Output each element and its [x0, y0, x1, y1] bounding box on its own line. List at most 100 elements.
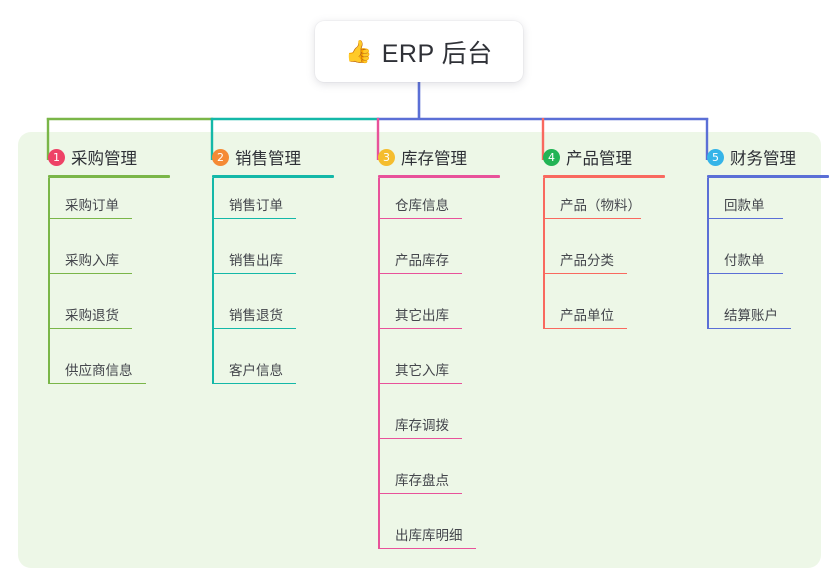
- leaf-item-underline: [378, 437, 462, 439]
- leaf-item-label: 销售出库: [229, 253, 283, 268]
- leaf-item-underline: [212, 327, 296, 329]
- column-header-3[interactable]: 3 库存管理: [359, 145, 500, 169]
- leaf-item[interactable]: 结算账户: [688, 288, 829, 343]
- column-header-2[interactable]: 2 销售管理: [193, 145, 334, 169]
- column-spine: [707, 178, 709, 329]
- leaf-item-underline: [378, 327, 462, 329]
- leaf-item[interactable]: 供应商信息: [29, 343, 170, 398]
- leaf-item-underline: [48, 327, 132, 329]
- leaf-item[interactable]: 产品分类: [524, 233, 665, 288]
- diagram-background-panel: [18, 132, 821, 568]
- column-items: 销售订单销售出库销售退货客户信息: [193, 178, 334, 398]
- column-title: 产品管理: [566, 150, 632, 168]
- leaf-item-underline: [378, 382, 462, 384]
- column-spine: [543, 178, 545, 329]
- leaf-item[interactable]: 付款单: [688, 233, 829, 288]
- leaf-item-underline: [378, 547, 476, 549]
- leaf-item-underline: [212, 217, 296, 219]
- leaf-item[interactable]: 其它出库: [359, 288, 500, 343]
- column-spine: [212, 178, 214, 384]
- column-number-badge: 2: [212, 148, 229, 166]
- leaf-item[interactable]: 库存调拨: [359, 398, 500, 453]
- column-number-badge: 1: [48, 148, 65, 166]
- root-node-content: 👍 ERP 后台: [345, 34, 492, 70]
- leaf-item-label: 供应商信息: [65, 363, 133, 378]
- column-5: 5 财务管理回款单付款单结算账户: [688, 145, 829, 343]
- column-items: 回款单付款单结算账户: [688, 178, 829, 343]
- leaf-item-label: 结算账户: [724, 308, 778, 323]
- leaf-item-label: 出库库明细: [395, 528, 463, 543]
- leaf-item-underline: [707, 327, 791, 329]
- leaf-item[interactable]: 仓库信息: [359, 178, 500, 233]
- column-number-badge: 3: [378, 148, 395, 166]
- leaf-item-underline: [48, 272, 132, 274]
- leaf-item-label: 产品库存: [395, 253, 449, 268]
- leaf-item-underline: [378, 272, 462, 274]
- leaf-item[interactable]: 采购退货: [29, 288, 170, 343]
- leaf-item[interactable]: 库存盘点: [359, 453, 500, 508]
- column-items: 产品（物料） 产品分类产品单位: [524, 178, 665, 343]
- column-2: 2 销售管理销售订单销售出库销售退货客户信息: [193, 145, 334, 398]
- leaf-item-label: 产品（物料）: [560, 198, 641, 213]
- leaf-item[interactable]: 回款单: [688, 178, 829, 233]
- column-header-4[interactable]: 4 产品管理: [524, 145, 665, 169]
- leaf-item-underline: [48, 217, 132, 219]
- column-header-underline: [543, 175, 665, 178]
- leaf-item-underline: [212, 382, 296, 384]
- leaf-item-underline: [543, 272, 627, 274]
- column-header-underline: [48, 175, 170, 178]
- leaf-item-label: 采购入库: [65, 253, 119, 268]
- column-1: 1 采购管理采购订单采购入库采购退货供应商信息: [29, 145, 170, 398]
- leaf-item[interactable]: 销售出库: [193, 233, 334, 288]
- column-4: 4 产品管理产品（物料） 产品分类产品单位: [524, 145, 665, 343]
- leaf-item-underline: [707, 272, 783, 274]
- leaf-item-underline: [707, 217, 783, 219]
- column-header-underline: [212, 175, 334, 178]
- leaf-item-underline: [543, 217, 641, 219]
- leaf-item-underline: [378, 492, 462, 494]
- leaf-item[interactable]: 出库库明细: [359, 508, 500, 563]
- leaf-item-label: 产品分类: [560, 253, 614, 268]
- leaf-item[interactable]: 产品单位: [524, 288, 665, 343]
- leaf-item[interactable]: 其它入库: [359, 343, 500, 398]
- leaf-item[interactable]: 采购入库: [29, 233, 170, 288]
- leaf-item-label: 采购订单: [65, 198, 119, 213]
- column-header-1[interactable]: 1 采购管理: [29, 145, 170, 169]
- leaf-item[interactable]: 销售订单: [193, 178, 334, 233]
- thumbs-up-icon: 👍: [345, 38, 373, 64]
- column-number-badge: 4: [543, 148, 560, 166]
- leaf-item-underline: [543, 327, 627, 329]
- leaf-item-underline: [378, 217, 462, 219]
- leaf-item[interactable]: 客户信息: [193, 343, 334, 398]
- leaf-item-label: 采购退货: [65, 308, 119, 323]
- leaf-item-label: 库存盘点: [395, 473, 449, 488]
- leaf-item-label: 产品单位: [560, 308, 614, 323]
- leaf-item-label: 销售订单: [229, 198, 283, 213]
- column-header-underline: [707, 175, 829, 178]
- column-title: 销售管理: [235, 150, 301, 168]
- column-number-badge: 5: [707, 148, 724, 166]
- root-node-erp-backend[interactable]: 👍 ERP 后台: [315, 21, 523, 82]
- column-title: 财务管理: [730, 150, 796, 168]
- leaf-item-underline: [212, 272, 296, 274]
- column-items: 仓库信息产品库存其它出库其它入库库存调拨库存盘点出库库明细: [359, 178, 500, 563]
- leaf-item-label: 库存调拨: [395, 418, 449, 433]
- column-items: 采购订单采购入库采购退货供应商信息: [29, 178, 170, 398]
- column-title: 采购管理: [71, 150, 137, 168]
- column-header-5[interactable]: 5 财务管理: [688, 145, 829, 169]
- leaf-item[interactable]: 销售退货: [193, 288, 334, 343]
- column-spine: [378, 178, 380, 549]
- column-spine: [48, 178, 50, 384]
- root-node-title: ERP 后台: [381, 39, 493, 68]
- leaf-item-label: 仓库信息: [395, 198, 449, 213]
- column-3: 3 库存管理仓库信息产品库存其它出库其它入库库存调拨库存盘点出库库明细: [359, 145, 500, 563]
- column-title: 库存管理: [401, 150, 467, 168]
- leaf-item[interactable]: 采购订单: [29, 178, 170, 233]
- leaf-item-label: 客户信息: [229, 363, 283, 378]
- leaf-item-underline: [48, 382, 146, 384]
- leaf-item[interactable]: 产品库存: [359, 233, 500, 288]
- leaf-item-label: 付款单: [724, 253, 765, 268]
- leaf-item[interactable]: 产品（物料）: [524, 178, 665, 233]
- column-header-underline: [378, 175, 500, 178]
